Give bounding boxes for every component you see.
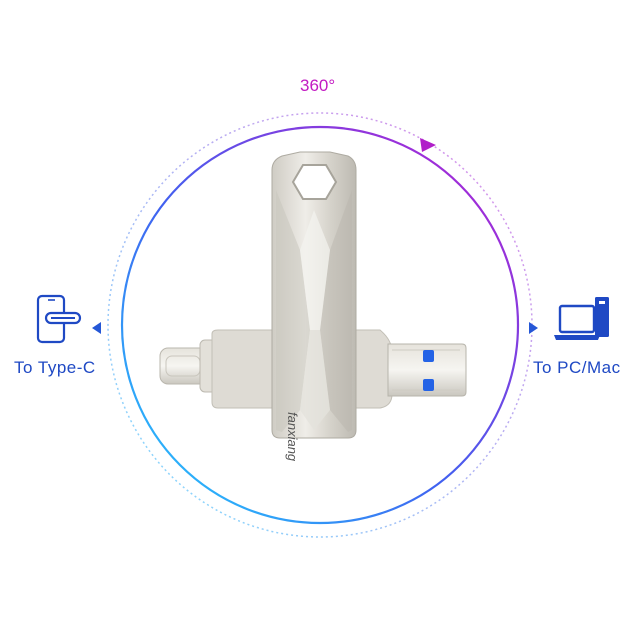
- rotation-arrow-icon: [420, 138, 436, 152]
- left-arrow-icon: [92, 322, 101, 334]
- typec-connector: [159, 339, 219, 393]
- typec-label: To Type-C: [14, 358, 96, 377]
- pc-mac-label: To PC/Mac: [533, 358, 621, 377]
- rotation-angle-label: 360°: [300, 76, 336, 95]
- brand-logo: fanxiang: [285, 412, 300, 462]
- usb-contact-bottom: [423, 379, 434, 391]
- rotation-ring: [120, 125, 520, 525]
- phone-typec-icon: [36, 294, 82, 344]
- usb-a-connector: [387, 343, 467, 397]
- usb-housing: [211, 329, 393, 409]
- usb-contact-top: [423, 350, 434, 362]
- right-arrow-icon: [529, 322, 538, 334]
- laptop-computer-icon: [554, 297, 609, 340]
- swivel-cover: [271, 151, 357, 439]
